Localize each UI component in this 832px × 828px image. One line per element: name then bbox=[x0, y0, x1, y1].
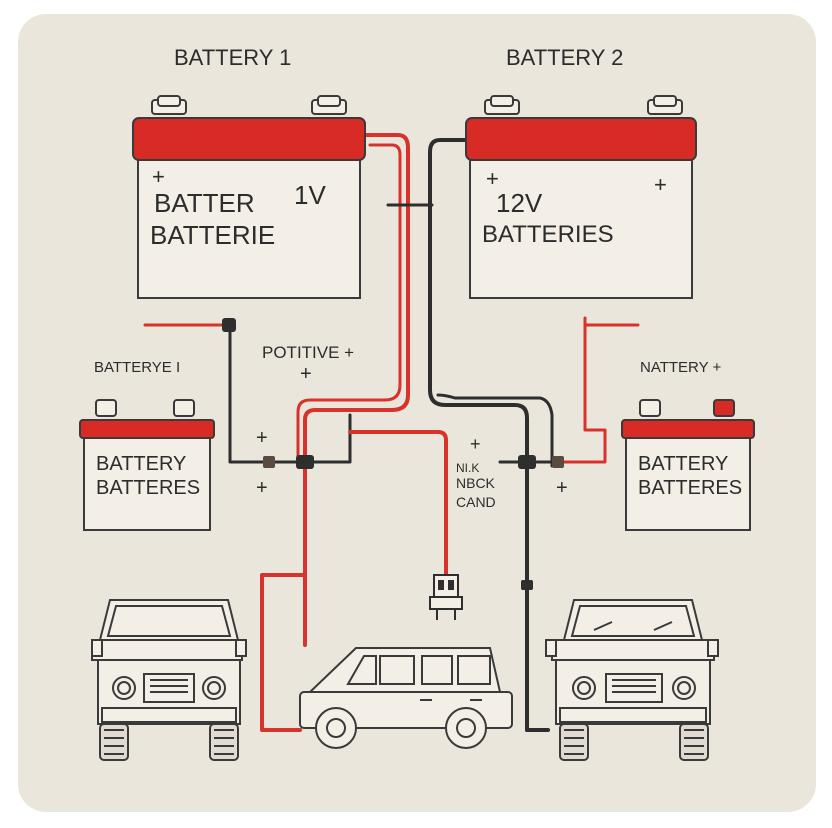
left-small-battery-title: BATTERYE I bbox=[94, 359, 180, 376]
positive-plus: + bbox=[300, 363, 312, 385]
junction-right-small bbox=[552, 456, 564, 468]
junction-right-lower bbox=[521, 580, 533, 590]
negative-wire-secondary bbox=[436, 393, 554, 468]
small-battery-right-body bbox=[625, 431, 751, 531]
junction-markers bbox=[222, 318, 564, 590]
small-battery-left-line1: BATTERY bbox=[96, 453, 186, 475]
positive-wire-to-connector bbox=[348, 430, 448, 577]
right-small-battery-title: NATTERY + bbox=[640, 359, 722, 376]
junction-left-main bbox=[296, 455, 314, 469]
junction-right-main bbox=[518, 455, 536, 469]
small-battery-right-terminal-right bbox=[713, 399, 735, 417]
battery-1-title: BATTERY 1 bbox=[174, 45, 291, 70]
truck-front-icon bbox=[91, 599, 247, 761]
negative-wire-main bbox=[428, 138, 529, 732]
negative-wire-left-branch bbox=[228, 323, 352, 464]
small-battery-right: BATTERY BATTERES bbox=[621, 399, 755, 531]
battery-2-title: BATTERY 2 bbox=[506, 45, 623, 70]
suv-side-icon bbox=[299, 647, 513, 749]
center-label-line1: NI.K bbox=[456, 461, 479, 475]
battery-2-line1: BATTERIES bbox=[482, 221, 614, 248]
battery-1-plus: + bbox=[152, 164, 165, 189]
wiring-group bbox=[143, 133, 640, 732]
positive-wire-main bbox=[303, 133, 410, 647]
battery-1-terminal-right bbox=[311, 95, 347, 115]
plug-connector-icon bbox=[429, 574, 463, 620]
small-battery-right-terminal-left bbox=[639, 399, 661, 417]
center-plus: + bbox=[470, 434, 481, 454]
center-label-line3: CAND bbox=[456, 494, 496, 510]
left-plus-lower: + bbox=[256, 477, 268, 499]
battery-2-terminal-right bbox=[647, 95, 683, 115]
small-battery-right-lid bbox=[621, 419, 755, 439]
positive-wire-to-suv bbox=[260, 573, 307, 732]
battery-2-voltage: 12V bbox=[496, 188, 543, 218]
battery-1-body bbox=[137, 149, 361, 299]
small-battery-left-lid bbox=[79, 419, 215, 439]
battery-2: + + 12V BATTERIES bbox=[465, 95, 697, 299]
center-label-line2: NBCK bbox=[456, 475, 496, 491]
junction-left-small bbox=[263, 456, 275, 468]
small-battery-left-body bbox=[83, 431, 211, 531]
battery-1-line2: BATTERIE bbox=[150, 220, 275, 250]
left-plus-upper: + bbox=[256, 427, 268, 449]
small-battery-left-terminal-left bbox=[95, 399, 117, 417]
battery-1: + BATTER 1V BATTERIE bbox=[132, 95, 366, 299]
battery-1-voltage: 1V bbox=[294, 180, 326, 210]
battery-1-terminal-left bbox=[151, 95, 187, 115]
positive-label: POTITIVE + bbox=[262, 343, 354, 362]
battery-2-plus-right: + bbox=[654, 172, 667, 197]
small-battery-right-line2: BATTERES bbox=[638, 477, 742, 499]
positive-wire-secondary bbox=[296, 143, 402, 462]
positive-wire-right-branch bbox=[558, 316, 607, 464]
junction-left-input bbox=[222, 318, 236, 332]
battery-2-plus-left: + bbox=[486, 166, 499, 191]
right-plus-lower: + bbox=[556, 477, 568, 499]
small-battery-left-line2: BATTERES bbox=[96, 477, 200, 499]
small-battery-left: BATTERY BATTERES bbox=[79, 399, 215, 531]
battery-1-lid bbox=[132, 117, 366, 161]
truck-front-icon bbox=[545, 599, 719, 761]
small-battery-left-terminal-right bbox=[173, 399, 195, 417]
battery-2-lid bbox=[465, 117, 697, 161]
labels: BATTERY 1 BATTERY 2 POTITIVE + + BATTERY… bbox=[94, 45, 722, 510]
battery-1-line1: BATTER bbox=[154, 188, 255, 218]
battery-2-terminal-left bbox=[484, 95, 520, 115]
small-battery-right-line1: BATTERY bbox=[638, 453, 728, 475]
